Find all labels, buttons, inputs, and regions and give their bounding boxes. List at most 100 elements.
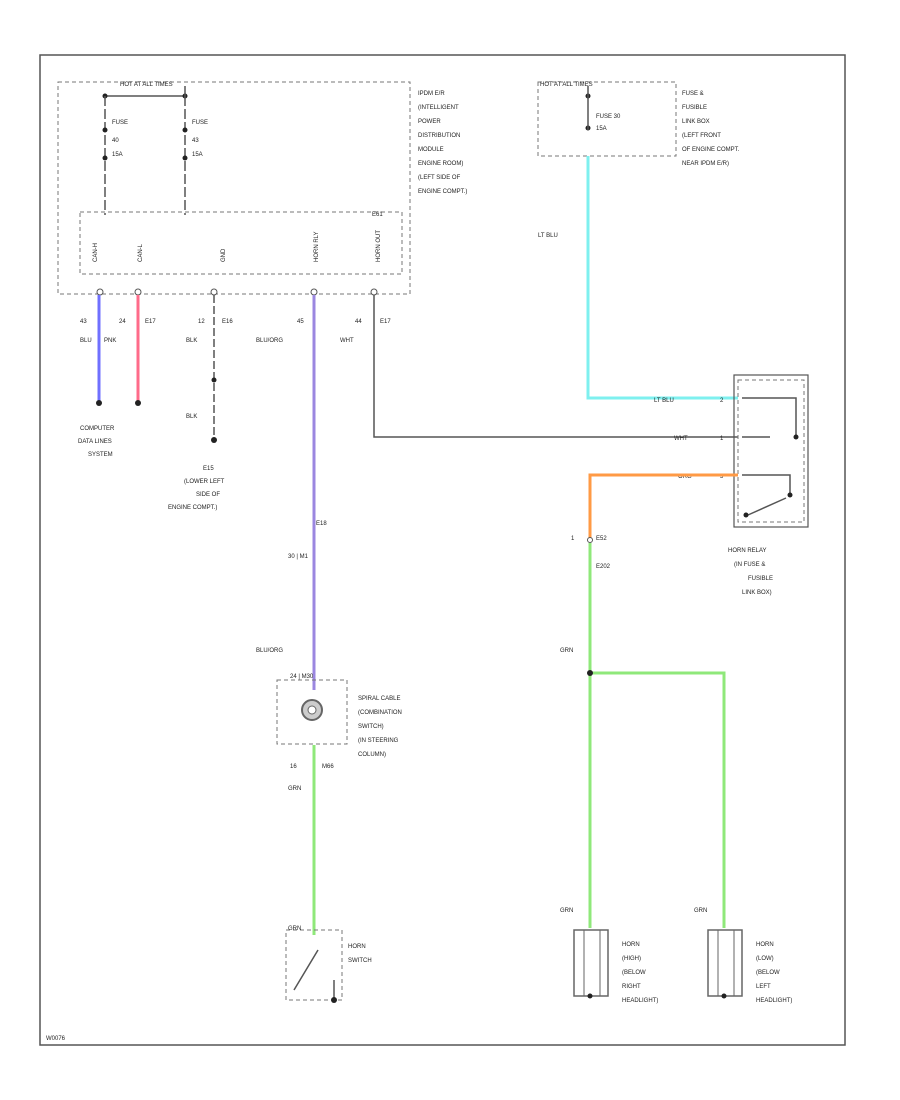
- fuse-1-l3: 15A: [112, 152, 123, 158]
- splice-e202: [587, 670, 593, 676]
- spiral-label: SPIRAL CABLE (COMBINATION SWITCH) (IN ST…: [358, 696, 402, 758]
- fuse-link-desc: FUSE & FUSIBLE LINK BOX (LEFT FRONT OF E…: [682, 91, 740, 167]
- relay-pin-wht-color: WHT: [674, 436, 688, 442]
- diagram-frame: [39, 54, 846, 1046]
- svg-text:FUSE &: FUSE &: [682, 91, 704, 97]
- spiral-bottom-pin: 16: [290, 764, 297, 770]
- horn-high-icon: [573, 929, 609, 999]
- wire-ltblu: [586, 156, 738, 400]
- color-pnk: PNK: [104, 338, 116, 344]
- ipdm-box: [57, 81, 411, 295]
- computer-label: COMPUTER DATA LINES SYSTEM: [78, 426, 115, 458]
- svg-text:ENGINE COMPT.): ENGINE COMPT.): [168, 505, 217, 511]
- pin-horn-rly: HORN RLY: [314, 231, 320, 262]
- svg-text:COMPUTER: COMPUTER: [80, 426, 115, 432]
- svg-text:SYSTEM: SYSTEM: [88, 452, 113, 458]
- svg-text:SWITCH): SWITCH): [358, 724, 384, 730]
- color-wht: WHT: [340, 338, 354, 344]
- svg-text:FUSIBLE: FUSIBLE: [748, 576, 773, 582]
- svg-text:(HIGH): (HIGH): [622, 956, 641, 962]
- svg-text:(LOWER LEFT: (LOWER LEFT: [184, 479, 225, 485]
- svg-text:DISTRIBUTION: DISTRIBUTION: [418, 133, 460, 139]
- ltblu-label: LT BLU: [538, 233, 558, 239]
- pin-gnd: GND: [221, 248, 227, 262]
- relay-pin-1: 1: [720, 436, 724, 442]
- horn-low-icon: [707, 929, 743, 999]
- svg-text:LINK BOX: LINK BOX: [682, 119, 710, 125]
- horn-low-label: HORN (LOW) (BELOW LEFT HEADLIGHT): [756, 942, 792, 1004]
- spiral-cable-box: [276, 679, 348, 745]
- spiral-top-label: 24 | M30: [290, 674, 314, 680]
- e52-conn: E52: [596, 536, 607, 542]
- svg-text:NEAR IPDM E/R): NEAR IPDM E/R): [682, 161, 729, 167]
- svg-text:HORN: HORN: [756, 942, 774, 948]
- svg-text:SIDE OF: SIDE OF: [196, 492, 220, 498]
- svg-text:OF ENGINE COMPT.: OF ENGINE COMPT.: [682, 147, 740, 153]
- pin-can-h: CAN-H: [93, 243, 99, 262]
- pin-43: 43: [80, 319, 87, 325]
- svg-text:(BELOW: (BELOW: [756, 970, 780, 976]
- wire-wht: [373, 295, 738, 438]
- svg-text:HEADLIGHT): HEADLIGHT): [622, 998, 658, 1004]
- fuse-2-l1: FUSE: [192, 120, 208, 126]
- relay-coil: [742, 397, 797, 437]
- svg-text:IPDM E/R: IPDM E/R: [418, 91, 445, 97]
- grn-switch-label: GRN: [288, 926, 301, 932]
- pin-45: 45: [297, 319, 304, 325]
- svg-text:(LOW): (LOW): [756, 956, 774, 962]
- pin-44: 44: [355, 319, 362, 325]
- horn-switch-box: [285, 929, 343, 1001]
- ground-wire-color: BLK: [186, 414, 197, 420]
- svg-text:SWITCH: SWITCH: [348, 958, 372, 964]
- horn-relay-box: [733, 374, 809, 528]
- svg-text:(IN FUSE &: (IN FUSE &: [734, 562, 765, 568]
- relay-pin-5: 5: [720, 474, 724, 480]
- svg-text:HORN: HORN: [622, 942, 640, 948]
- svg-text:HEADLIGHT): HEADLIGHT): [756, 998, 792, 1004]
- spiral-bottom-conn: M66: [322, 764, 334, 770]
- e52-pin: 1: [571, 536, 575, 542]
- pin-can-l: CAN-L: [138, 243, 144, 262]
- ipdm-connector-box: [79, 211, 403, 275]
- svg-text:(BELOW: (BELOW: [622, 970, 646, 976]
- svg-text:DATA LINES: DATA LINES: [78, 439, 112, 445]
- horn-high-label: HORN (HIGH) (BELOW RIGHT HEADLIGHT): [622, 942, 658, 1004]
- svg-text:(COMBINATION: (COMBINATION: [358, 710, 402, 716]
- fuse-1-l2: 40: [112, 138, 119, 144]
- svg-text:SPIRAL CABLE: SPIRAL CABLE: [358, 696, 400, 702]
- relay-pin-2: 2: [720, 398, 724, 404]
- grn-horn-low-label: GRN: [694, 908, 707, 914]
- svg-text:ENGINE ROOM): ENGINE ROOM): [418, 161, 463, 167]
- grn-top-label: GRN: [560, 648, 573, 654]
- wire-grn-horn-low: [590, 671, 726, 928]
- wire-org: [588, 473, 738, 540]
- conn-e17-a: E17: [145, 319, 156, 325]
- svg-text:HORN RELAY: HORN RELAY: [728, 548, 767, 554]
- conn-e16: E16: [222, 319, 233, 325]
- svg-text:(LEFT FRONT: (LEFT FRONT: [682, 133, 721, 139]
- svg-text:FUSIBLE: FUSIBLE: [682, 105, 707, 111]
- svg-text:LEFT: LEFT: [756, 984, 771, 990]
- svg-text:ENGINE COMPT.): ENGINE COMPT.): [418, 189, 467, 195]
- svg-text:HORN: HORN: [348, 944, 366, 950]
- e202-label: E202: [596, 564, 611, 570]
- grn-spiral-label: GRN: [288, 786, 301, 792]
- pin-24: 24: [119, 319, 126, 325]
- ground-label: E15 (LOWER LEFT SIDE OF ENGINE COMPT.): [168, 466, 225, 511]
- m-conn-label: 30 | M1: [288, 554, 309, 560]
- pin-12: 12: [198, 319, 205, 325]
- color-bluorg: BLU/ORG: [256, 338, 283, 344]
- svg-text:LINK BOX): LINK BOX): [742, 590, 772, 596]
- fuse-30-l1: FUSE 30: [596, 114, 621, 120]
- svg-text:RIGHT: RIGHT: [622, 984, 641, 990]
- ipdm-desc: IPDM E/R (INTELLIGENT POWER DISTRIBUTION…: [418, 91, 467, 195]
- horn-switch-label: HORN SWITCH: [348, 944, 372, 964]
- footer-code: W0076: [46, 1036, 66, 1042]
- color-blu: BLU: [80, 338, 92, 344]
- e18-label: E18: [316, 521, 327, 527]
- relay-pin-org-color: ORG: [678, 474, 692, 480]
- svg-text:(INTELLIGENT: (INTELLIGENT: [418, 105, 459, 111]
- svg-text:POWER: POWER: [418, 119, 441, 125]
- conn-e17-b: E17: [380, 319, 391, 325]
